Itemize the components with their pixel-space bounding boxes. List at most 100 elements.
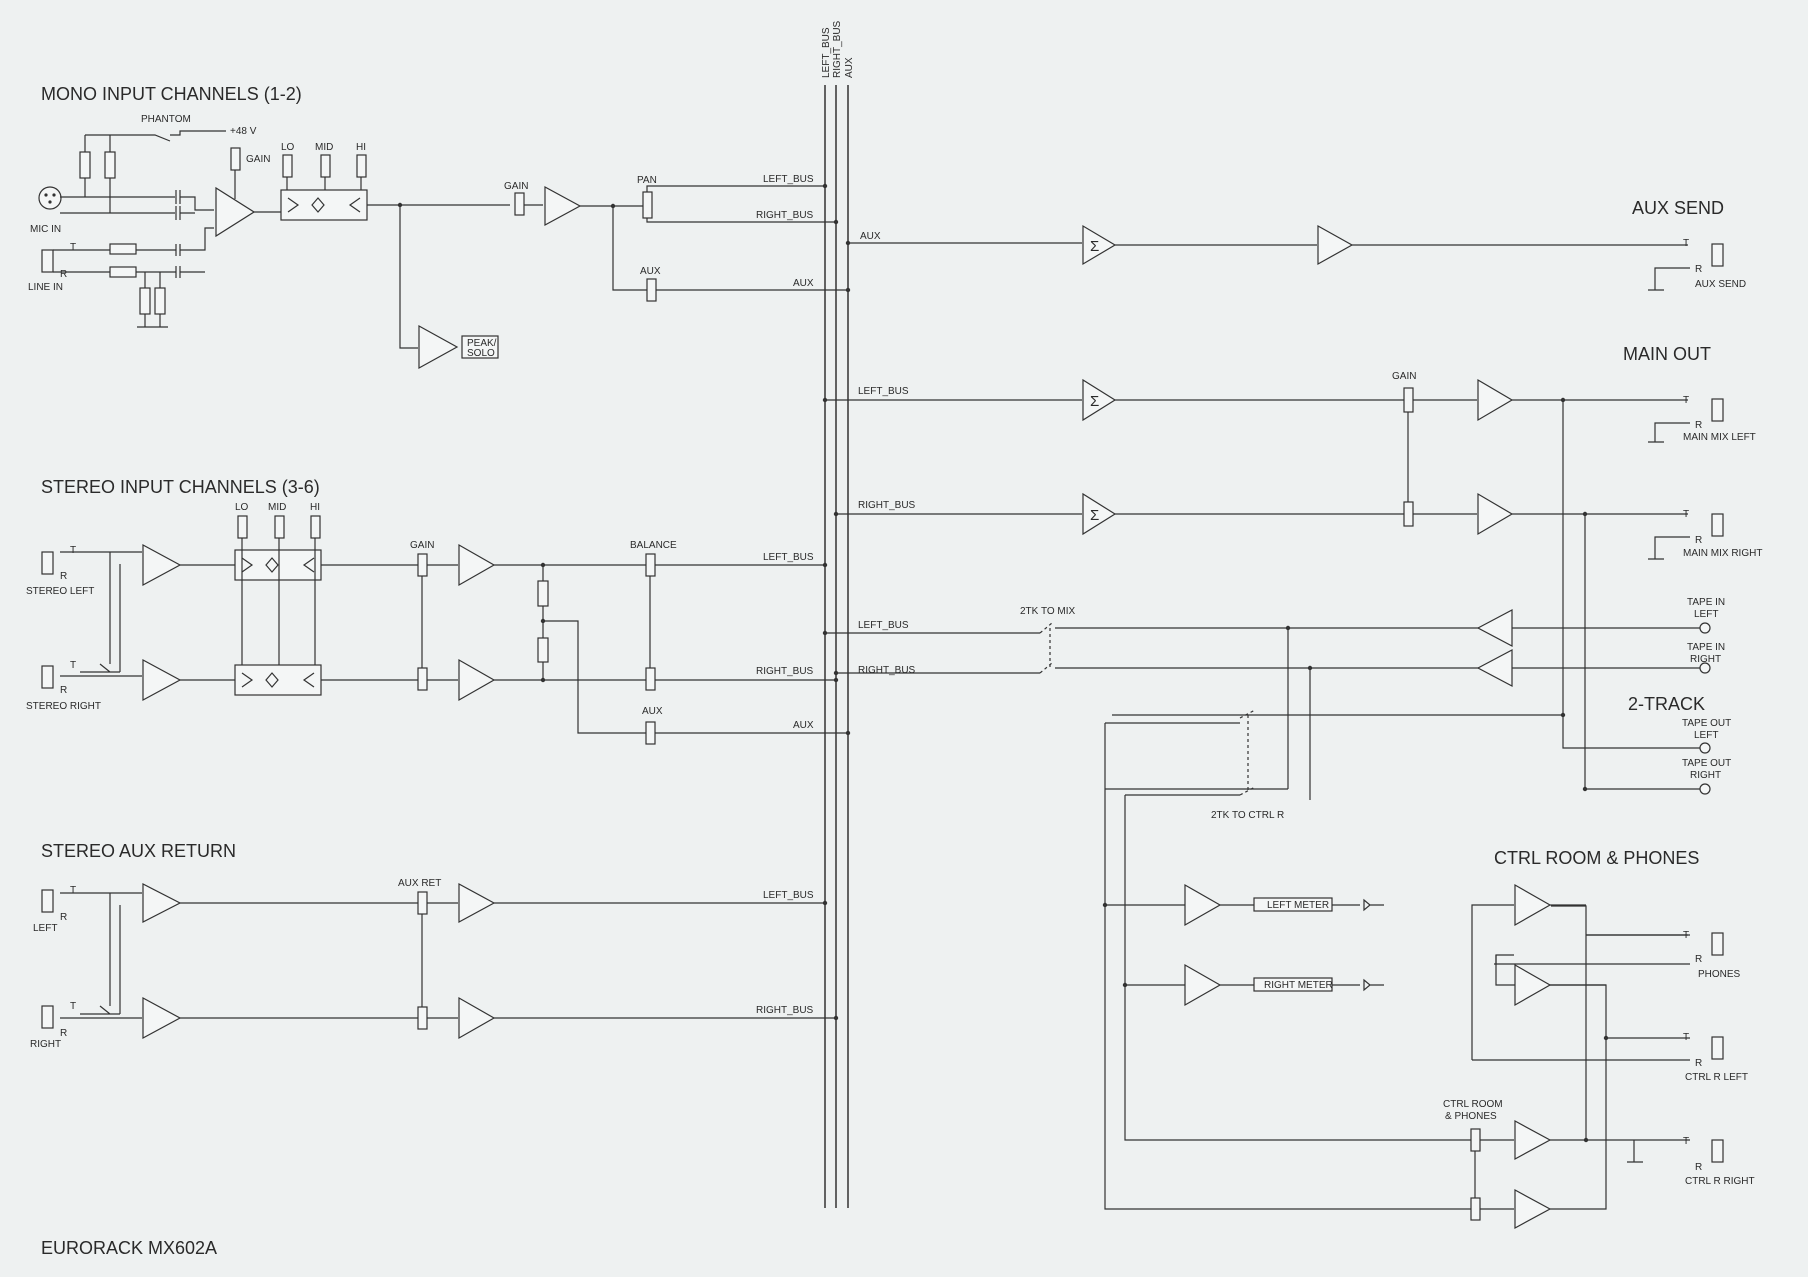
right-meter-label: RIGHT METER — [1264, 980, 1333, 991]
stereo-left-amp — [458, 543, 496, 587]
aux-ret-right-out-amp — [458, 996, 496, 1040]
aux-send-jack-label: AUX SEND — [1695, 279, 1746, 290]
mono-eq-lo-label: LO — [281, 142, 295, 153]
stereo-left-ring: R — [60, 571, 67, 582]
tape-out-left-side: LEFT — [1694, 730, 1718, 741]
main-right-label: MAIN MIX RIGHT — [1683, 548, 1762, 559]
stereo-gain-right — [417, 667, 428, 691]
stereo-aux-label: AUX — [642, 706, 663, 717]
aux-tap-label: AUX — [860, 231, 881, 242]
stereo-eq-hi-pot — [310, 515, 321, 539]
tape-in-right-amp — [1476, 649, 1513, 687]
aux-ret-left-jack — [41, 889, 54, 913]
line-in-jack — [41, 249, 54, 273]
mono-aux-pot — [646, 278, 657, 302]
aux-return-section-title: STEREO AUX RETURN — [41, 841, 236, 861]
main-left-bus-label: LEFT_BUS — [858, 386, 909, 397]
xlr-mic-connector — [38, 186, 62, 210]
tape-in-right-label: TAPE IN — [1687, 642, 1725, 653]
ctrl-pot-right — [1470, 1197, 1481, 1221]
stereo-eq-hi-label: HI — [310, 502, 320, 513]
stereo-eq-mid-pot — [274, 515, 285, 539]
aux-return: LEFT RIGHT T R T R AUX RET LEFT_BUS RIGH… — [30, 878, 839, 1050]
phones-label: PHONES — [1698, 969, 1741, 980]
two-track: LEFT_BUS RIGHT_BUS 2TK TO MIX TAPE IN LE… — [822, 400, 1731, 821]
aux-sum-amp — [1082, 224, 1117, 266]
tape-in-left-label: TAPE IN — [1687, 597, 1725, 608]
main-right-tip: T — [1683, 509, 1689, 520]
mono-pan-label: PAN — [637, 175, 657, 186]
stereo-aux-pot — [645, 721, 656, 745]
mono-channel: MIC IN LINE IN T R PHANTOM +48 V GAIN — [28, 114, 851, 370]
mono-eq-hi-pot — [356, 154, 367, 178]
stereo-left-tip: T — [70, 545, 76, 556]
mono-aux-label: AUX — [640, 266, 661, 277]
ctrl-r-right-jack — [1711, 1139, 1724, 1163]
two-tk-to-ctrl-label: 2TK TO CTRL R — [1211, 810, 1284, 821]
main-left-sum-symbol: Σ — [1090, 393, 1099, 410]
main-right-jack — [1711, 513, 1724, 537]
tk-left-bus-label: LEFT_BUS — [858, 620, 909, 631]
aux-ret-right-amp — [142, 996, 182, 1040]
ctrl-left-amp — [1514, 1119, 1552, 1161]
left-meter-label: LEFT METER — [1267, 900, 1329, 911]
tape-out-left-label: TAPE OUT — [1682, 718, 1731, 729]
stereo-left-preamp — [142, 543, 182, 587]
aux-ret-right-bus-label: RIGHT_BUS — [756, 1005, 814, 1016]
bus-label-left: LEFT_BUS — [821, 27, 832, 78]
stereo-right-preamp — [142, 658, 182, 702]
stereo-right-amp — [458, 658, 496, 702]
phantom-voltage-label: +48 V — [230, 126, 257, 137]
phones-right-amp — [1514, 963, 1552, 1007]
main-out-title: MAIN OUT — [1623, 344, 1711, 364]
mono-right-bus-label: RIGHT_BUS — [756, 210, 814, 221]
mono-eq-hi-label: HI — [356, 142, 366, 153]
ctrl-right-ring: R — [1695, 1162, 1702, 1173]
main-left-amp — [1477, 378, 1514, 422]
main-right-sum — [1082, 492, 1117, 536]
phones-ring: R — [1695, 954, 1702, 965]
aux-ret-left-amp — [142, 883, 182, 923]
mono-pan-pot — [642, 191, 653, 219]
ctrl-r-left-jack — [1711, 1036, 1724, 1060]
mono-eq-mid-label: MID — [315, 142, 333, 153]
balance-label: BALANCE — [630, 540, 677, 551]
ctrl-room: LEFT METER RIGHT METER CTRL ROOM & PHONE… — [1102, 723, 1755, 1230]
main-left-jack — [1711, 398, 1724, 422]
stereo-eq-mid-label: MID — [268, 502, 286, 513]
main-right-fader — [1403, 501, 1414, 527]
mono-gain-trim-label: GAIN — [246, 154, 270, 165]
ctrl-room-title: CTRL ROOM & PHONES — [1494, 848, 1699, 868]
main-right-amp — [1477, 492, 1514, 536]
aux-ret-left-bus-label: LEFT_BUS — [763, 890, 814, 901]
tape-in-left-amp — [1476, 609, 1513, 647]
main-left-tip: T — [1683, 395, 1689, 406]
aux-send-title: AUX SEND — [1632, 198, 1724, 218]
tape-out-right-label: TAPE OUT — [1682, 758, 1731, 769]
main-out: LEFT_BUS RIGHT_BUS Σ Σ GAIN T R T R MAIN… — [822, 371, 1762, 560]
aux-ret-left-pot — [417, 891, 428, 915]
peak-solo-box — [461, 335, 499, 359]
main-left-label: MAIN MIX LEFT — [1683, 432, 1756, 443]
stereo-eq-lo-label: LO — [235, 502, 249, 513]
stereo-aux-bus-label: AUX — [793, 720, 814, 731]
model-name: EURORACK MX602A — [41, 1238, 217, 1258]
mono-left-bus-label: LEFT_BUS — [763, 174, 814, 185]
aux-ret-left-tip: T — [70, 885, 76, 896]
mono-channel-amp — [544, 185, 582, 227]
stereo-left-jack — [41, 551, 54, 575]
tape-in-left-jack — [1699, 622, 1711, 634]
ctrl-r-right-label: CTRL R RIGHT — [1685, 1176, 1755, 1187]
aux-send-jack — [1711, 243, 1724, 267]
stereo-gain-label: GAIN — [410, 540, 434, 551]
peak-label: PEAK/ — [467, 338, 497, 349]
aux-ret-left-out-amp — [458, 882, 496, 924]
mono-eq-lo-pot — [282, 154, 293, 178]
stereo-right-tip: T — [70, 660, 76, 671]
mic-in-label: MIC IN — [30, 224, 61, 235]
stereo-left-label: STEREO LEFT — [26, 586, 94, 597]
bus-label-aux: AUX — [844, 57, 855, 78]
aux-ret-level-label: AUX RET — [398, 878, 441, 889]
mono-eq-mid-pot — [320, 154, 331, 178]
